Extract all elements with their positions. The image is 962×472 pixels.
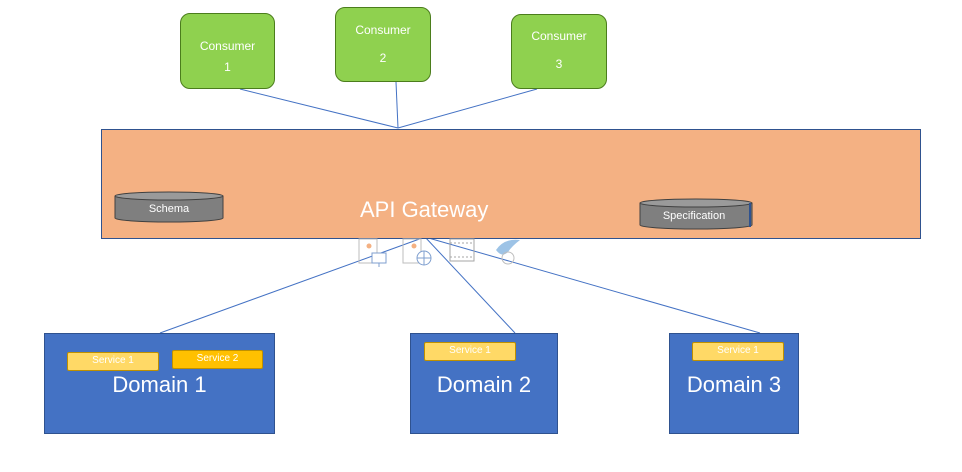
consumer-3-box: Consumer 3 <box>511 14 607 89</box>
film-strip-icon <box>449 238 475 262</box>
consumer-2-number: 2 <box>379 51 387 65</box>
domain-2-label: Domain 2 <box>436 372 532 397</box>
consumer-1-label: Consumer <box>199 39 256 53</box>
domain-3-label: Domain 3 <box>686 372 782 397</box>
globe-image-icon <box>402 238 432 266</box>
consumer-3-label: Consumer <box>531 29 587 43</box>
domain-1-service-1: Service 1 <box>67 352 159 371</box>
consumer-2-label: Consumer <box>355 23 411 37</box>
connector-consumer-1 <box>239 88 399 129</box>
bird-icon <box>496 239 520 265</box>
specification-label: Specification <box>662 210 726 222</box>
consumer-1-number: 1 <box>224 60 231 74</box>
domain-1-box: Domain 1 <box>44 333 275 434</box>
api-gateway-label: API Gateway <box>360 197 489 222</box>
consumer-3-number: 3 <box>555 57 563 71</box>
monitor-image-icon <box>358 238 387 267</box>
connector-consumer-3 <box>397 88 538 129</box>
connector-consumer-2 <box>395 81 399 129</box>
connector-domain-2 <box>424 236 516 334</box>
consumer-2-box: Consumer 2 <box>335 7 431 82</box>
domain-2-service-1: Service 1 <box>424 342 516 361</box>
schema-database-icon <box>114 191 224 223</box>
domain-1-label: Domain 1 <box>112 372 207 397</box>
domain-3-service-1: Service 1 <box>692 342 784 361</box>
connector-domain-3 <box>424 236 761 334</box>
consumer-1-box: Consumer 1 <box>180 13 275 89</box>
schema-label: Schema <box>148 203 190 215</box>
domain-1-service-2: Service 2 <box>172 350 263 369</box>
specification-database-icon <box>639 198 753 230</box>
api-gateway-box <box>101 129 921 239</box>
